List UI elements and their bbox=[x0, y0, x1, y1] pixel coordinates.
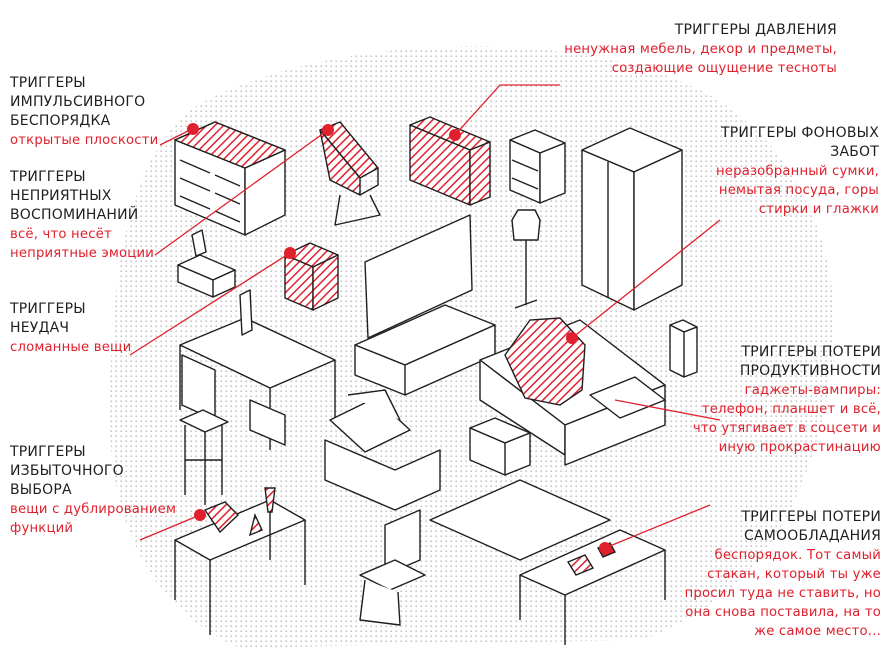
trigger-desc-line: неприятные эмоции bbox=[10, 246, 155, 261]
trigger-desc-line: вещи с дублированием bbox=[10, 502, 177, 517]
trigger-title-line: ПРОДУКТИВНОСТИ bbox=[739, 363, 881, 379]
trigger-title-line: ТРИГГЕРЫ bbox=[10, 301, 86, 317]
trigger-title-line: ТРИГГЕРЫ ДАВЛЕНИЯ bbox=[674, 22, 837, 38]
floor-lamp bbox=[511, 209, 541, 309]
trigger-title-line: ТРИГГЕРЫ ПОТЕРИ bbox=[741, 509, 881, 525]
trigger-desc-line: немытая посуда, горы bbox=[718, 183, 879, 198]
marker-pressure bbox=[449, 129, 461, 141]
trigger-title-line: ТРИГГЕРЫ bbox=[10, 75, 86, 91]
trigger-title-line: ВОСПОМИНАНИЙ bbox=[10, 207, 139, 223]
trigger-desc-line: создающие ощущение тесноты bbox=[611, 61, 837, 76]
trigger-desc-line: функций bbox=[10, 521, 74, 536]
leader-failures bbox=[129, 252, 291, 356]
marker-selfcontrol bbox=[599, 542, 611, 554]
trigger-title-line: ИЗБЫТОЧНОГО bbox=[10, 463, 124, 479]
trigger-title-line: ВЫБОРА bbox=[10, 482, 72, 498]
trigger-title-line: НЕУДАЧ bbox=[10, 320, 70, 336]
marker-background bbox=[566, 332, 578, 344]
dining-chair bbox=[359, 509, 426, 626]
leader-selfcontrol bbox=[604, 504, 711, 549]
trigger-title-line: ИМПУЛЬСИВНОГО bbox=[10, 94, 146, 110]
trigger-desc-line: телефон, планшет и всё, bbox=[701, 402, 881, 417]
trigger-desc-line: беспорядок. Тот самый bbox=[714, 548, 881, 563]
dining-table bbox=[174, 499, 306, 635]
leader-impulsive bbox=[159, 128, 193, 146]
bar-stool bbox=[179, 409, 229, 505]
trigger-pressure: ТРИГГЕРЫ ДАВЛЕНИЯ ненужная мебель, декор… bbox=[564, 21, 837, 78]
trigger-desc-line: она снова поставила, на то bbox=[685, 605, 881, 620]
trigger-title-line: ТРИГГЕРЫ bbox=[10, 444, 86, 460]
trigger-desc-line: же самое место... bbox=[754, 624, 881, 639]
wardrobe bbox=[581, 127, 683, 311]
trigger-title-line: ТРИГГЕРЫ ФОНОВЫХ bbox=[721, 125, 879, 141]
pouf bbox=[469, 417, 531, 476]
clutter-pile bbox=[504, 317, 586, 406]
dresser bbox=[174, 121, 286, 236]
trigger-title-line: ТРИГГЕРЫ bbox=[10, 169, 86, 185]
trigger-choice: ТРИГГЕРЫ ИЗБЫТОЧНОГО ВЫБОРА вещи с дубли… bbox=[10, 443, 176, 538]
marker-failures bbox=[284, 247, 296, 259]
trigger-desc-line: иную прокрастинацию bbox=[718, 440, 881, 455]
trigger-impulsive: ТРИГГЕРЫ ИМПУЛЬСИВНОГО БЕСПОРЯДКА открыт… bbox=[10, 74, 158, 150]
trigger-desc-line: стакан, который ты уже bbox=[707, 567, 881, 582]
trigger-title-line: ТРИГГЕРЫ ПОТЕРИ bbox=[741, 344, 881, 360]
trigger-productivity: ТРИГГЕРЫ ПОТЕРИ ПРОДУКТИВНОСТИ гаджеты-в… bbox=[693, 343, 881, 457]
leader-choice bbox=[139, 514, 201, 541]
rug bbox=[429, 479, 611, 561]
desk bbox=[179, 289, 336, 450]
trigger-title-line: ЗАБОТ bbox=[830, 144, 879, 160]
trigger-memories: ТРИГГЕРЫ НЕПРИЯТНЫХ ВОСПОМИНАНИЙ всё, чт… bbox=[10, 168, 154, 263]
trigger-desc-line: открытые плоскости bbox=[10, 133, 159, 148]
tv-stand-red bbox=[409, 116, 491, 206]
marker-impulsive bbox=[187, 123, 199, 135]
trigger-selfcontrol: ТРИГГЕРЫ ПОТЕРИ САМООБЛАДАНИЯ беспорядок… bbox=[685, 508, 881, 641]
trigger-title-line: БЕСПОРЯДКА bbox=[10, 113, 111, 129]
box-red bbox=[284, 242, 339, 311]
marker-memories bbox=[322, 124, 334, 136]
trigger-desc-line: просил туда не ставить, но bbox=[684, 586, 881, 601]
leader-pressure bbox=[454, 84, 560, 136]
trigger-title-line: НЕПРИЯТНЫХ bbox=[10, 188, 112, 204]
leader-productivity bbox=[614, 399, 721, 421]
trigger-background: ТРИГГЕРЫ ФОНОВЫХ ЗАБОТ неразобранный сум… bbox=[716, 124, 879, 219]
trigger-title-line: САМООБЛАДАНИЯ bbox=[743, 528, 881, 544]
glasses-items bbox=[203, 487, 276, 537]
armchair bbox=[324, 389, 441, 511]
side-table-lamp bbox=[177, 229, 236, 298]
chair-red bbox=[319, 121, 381, 226]
trigger-desc-line: что утягивает в соцсети и bbox=[692, 421, 881, 436]
marker-choice bbox=[194, 509, 206, 521]
trigger-desc-line: стирки и глажки bbox=[758, 202, 879, 217]
leader-background bbox=[571, 219, 721, 339]
trigger-desc-line: ненужная мебель, декор и предметы, bbox=[564, 42, 837, 57]
coffee-table bbox=[519, 529, 666, 645]
trigger-failures: ТРИГГЕРЫ НЕУДАЧ сломанные вещи bbox=[10, 300, 131, 357]
trigger-desc-line: гаджеты-вампиры: bbox=[744, 383, 881, 398]
leader-memories bbox=[154, 129, 329, 256]
trigger-desc-line: всё, что несёт bbox=[10, 227, 112, 242]
trigger-desc-line: неразобранный сумки, bbox=[715, 164, 879, 179]
tv bbox=[354, 214, 496, 396]
nightstand bbox=[509, 129, 566, 204]
trigger-desc-line: сломанные вещи bbox=[10, 340, 132, 355]
bin bbox=[669, 319, 698, 378]
